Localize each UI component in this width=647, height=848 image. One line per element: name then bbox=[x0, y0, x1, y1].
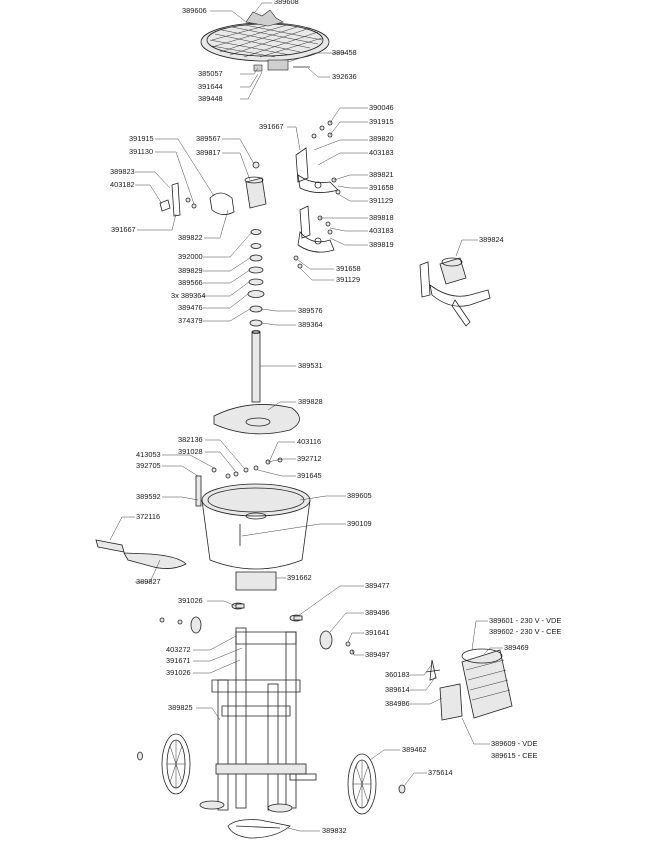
label-390109: 390109 bbox=[347, 519, 372, 528]
leader-lines bbox=[109, 2, 503, 832]
label-389592: 389592 bbox=[136, 492, 161, 501]
parts-drawings bbox=[95, 9, 513, 839]
motor bbox=[425, 648, 513, 721]
label-391130: 391130 bbox=[129, 147, 153, 156]
foot-pedal bbox=[227, 819, 291, 839]
label-391129-b: 391129 bbox=[336, 275, 360, 284]
label-389820: 389820 bbox=[369, 134, 394, 143]
label-389822: 389822 bbox=[178, 233, 203, 242]
drum-lid bbox=[213, 404, 300, 435]
label-389576: 389576 bbox=[298, 306, 323, 315]
label-389531: 389531 bbox=[298, 361, 323, 370]
label-360183: 360183 bbox=[385, 670, 410, 679]
label-389601-vde: 389601 - 230 V - VDE bbox=[489, 616, 561, 625]
label-389824: 389824 bbox=[479, 235, 504, 244]
label-389819: 389819 bbox=[369, 240, 394, 249]
lower-bracket bbox=[293, 205, 335, 269]
label-391915-a: 391915 bbox=[369, 117, 394, 126]
label-391641: 391641 bbox=[365, 628, 390, 637]
label-384986: 384986 bbox=[385, 699, 410, 708]
label-391658-a: 391658 bbox=[369, 183, 394, 192]
label-389566: 389566 bbox=[178, 278, 203, 287]
mixing-shaft bbox=[251, 330, 261, 403]
label-389827: 389827 bbox=[136, 577, 161, 586]
misc-bolts bbox=[159, 603, 355, 655]
left-small-parts bbox=[159, 182, 235, 217]
label-413053: 413053 bbox=[136, 450, 161, 459]
label-392636: 392636 bbox=[332, 72, 357, 81]
label-389497: 389497 bbox=[365, 650, 390, 659]
label-389448: 389448 bbox=[198, 94, 223, 103]
label-391915-b: 391915 bbox=[129, 134, 154, 143]
label-391671: 391671 bbox=[166, 656, 191, 665]
label-389614: 389614 bbox=[385, 685, 410, 694]
label-391026-a: 391026 bbox=[178, 596, 203, 605]
label-389817: 389817 bbox=[196, 148, 221, 157]
mixing-drum bbox=[201, 457, 311, 591]
wheels bbox=[137, 616, 406, 815]
label-391667-a: 391667 bbox=[259, 122, 284, 131]
bearing-stack bbox=[247, 229, 265, 327]
label-389829: 389829 bbox=[178, 266, 203, 275]
switch-assembly bbox=[419, 257, 491, 327]
label-391644: 391644 bbox=[198, 82, 223, 91]
label-389821: 389821 bbox=[369, 170, 394, 179]
label-389605: 389605 bbox=[347, 491, 372, 500]
upper-bracket bbox=[295, 120, 341, 195]
label-403272: 403272 bbox=[166, 645, 191, 654]
label-390046: 390046 bbox=[369, 103, 394, 112]
part-number-labels: 389608 389606 389458 385057 391644 38944… bbox=[110, 0, 561, 835]
label-389469: 389469 bbox=[504, 643, 529, 652]
label-389364: 389364 bbox=[298, 320, 323, 329]
label-389609-vde: 389609 - VDE bbox=[491, 739, 537, 748]
label-389818: 389818 bbox=[369, 213, 394, 222]
grid-lid bbox=[200, 9, 330, 72]
label-389477: 389477 bbox=[365, 581, 390, 590]
label-389496: 389496 bbox=[365, 608, 390, 617]
frame bbox=[199, 602, 317, 813]
label-374379: 374379 bbox=[178, 316, 203, 325]
label-391028: 391028 bbox=[178, 447, 203, 456]
label-403183-a: 403183 bbox=[369, 148, 394, 157]
label-389615-cee: 389615 - CEE bbox=[491, 751, 537, 760]
label-391129-a: 391129 bbox=[369, 196, 393, 205]
label-382136: 382136 bbox=[178, 435, 203, 444]
label-389462: 389462 bbox=[402, 745, 427, 754]
label-389602-cee: 389602 - 230 V - CEE bbox=[489, 627, 561, 636]
paddles bbox=[95, 475, 202, 569]
label-391026-b: 391026 bbox=[166, 668, 191, 677]
label-389606: 389606 bbox=[182, 6, 207, 15]
label-389828: 389828 bbox=[298, 397, 323, 406]
label-392000: 392000 bbox=[178, 252, 203, 261]
label-391658-b: 391658 bbox=[336, 264, 361, 273]
label-403182: 403182 bbox=[110, 180, 135, 189]
label-389832: 389832 bbox=[322, 826, 347, 835]
label-389823: 389823 bbox=[110, 167, 135, 176]
label-391662: 391662 bbox=[287, 573, 312, 582]
label-403183-b: 403183 bbox=[369, 226, 394, 235]
label-389567: 389567 bbox=[196, 134, 221, 143]
label-403116: 403116 bbox=[297, 437, 321, 446]
label-389608: 389608 bbox=[274, 0, 299, 6]
label-389825: 389825 bbox=[168, 703, 193, 712]
label-3x-389364: 3x 389364 bbox=[171, 291, 206, 300]
label-391645: 391645 bbox=[297, 471, 322, 480]
label-372116: 372116 bbox=[136, 512, 160, 521]
label-389476: 389476 bbox=[178, 303, 203, 312]
label-389458: 389458 bbox=[332, 48, 357, 57]
label-392705: 392705 bbox=[136, 461, 161, 470]
label-385057: 385057 bbox=[198, 69, 223, 78]
label-392712: 392712 bbox=[297, 454, 322, 463]
label-391667-b: 391667 bbox=[111, 225, 136, 234]
motor-cap bbox=[244, 161, 267, 209]
label-375614: 375614 bbox=[428, 768, 453, 777]
